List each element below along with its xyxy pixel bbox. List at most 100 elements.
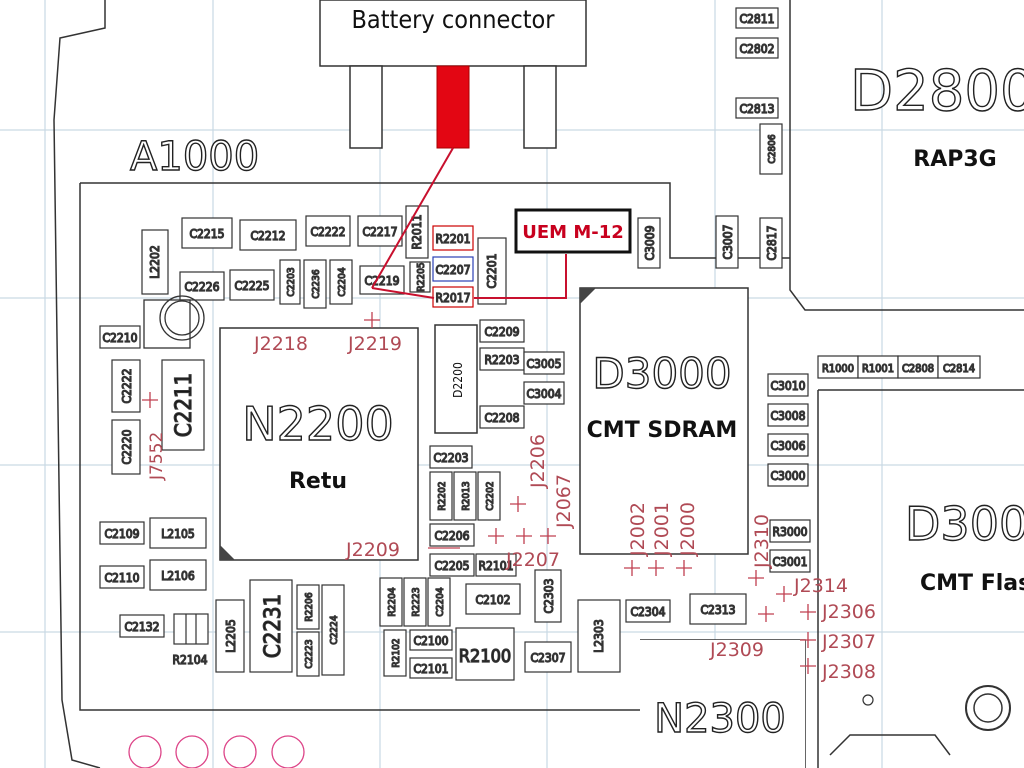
- component-r1000: R1000: [817, 355, 859, 379]
- component-c2806: C2806: [759, 123, 783, 175]
- component-c2203h: C2203: [429, 445, 473, 469]
- testpoint-j2218: J2218: [253, 333, 308, 355]
- svg-text:R2102: R2102: [391, 638, 402, 667]
- component-c3006: C3006: [767, 433, 809, 457]
- component-r2100: R2100: [455, 627, 515, 681]
- svg-text:C2225: C2225: [234, 279, 269, 293]
- svg-text:C2313: C2313: [700, 603, 735, 617]
- component-r2223: R2223: [403, 577, 427, 627]
- svg-text:R2204: R2204: [387, 587, 398, 616]
- component-r2104: [173, 613, 209, 645]
- svg-text:C2205: C2205: [434, 559, 469, 573]
- svg-text:C2210: C2210: [102, 331, 137, 345]
- svg-text:C2204: C2204: [435, 587, 446, 616]
- svg-text:C2204: C2204: [337, 267, 348, 296]
- component-c2813: C2813: [735, 97, 779, 119]
- svg-text:C2224: C2224: [329, 615, 340, 644]
- component-c2201: C2201: [477, 237, 507, 305]
- component-c2808: C2808: [897, 355, 939, 379]
- svg-text:C2211: C2211: [172, 373, 197, 437]
- svg-text:C2206: C2206: [434, 529, 469, 543]
- chip-d3000: D3000 CMT SDRAM: [579, 287, 749, 555]
- component-c2220: C2220: [111, 419, 141, 475]
- svg-text:C3008: C3008: [770, 409, 805, 423]
- testpoint-j2207: J2207: [505, 549, 560, 571]
- component-c2204: C2204: [329, 259, 353, 305]
- testpoint-j7552: J7552: [147, 432, 167, 481]
- svg-text:C2203: C2203: [286, 267, 297, 296]
- svg-text:C2814: C2814: [943, 362, 975, 375]
- svg-text:C2303: C2303: [542, 578, 556, 613]
- chip-d2200: D2200: [434, 324, 478, 434]
- svg-text:R2011: R2011: [410, 215, 424, 250]
- svg-text:C2208: C2208: [484, 411, 519, 425]
- svg-text:C3005: C3005: [526, 357, 561, 371]
- component-c2101: C2101: [409, 657, 453, 679]
- battery-connector: Battery connector: [319, 0, 587, 149]
- svg-text:C2811: C2811: [739, 12, 774, 26]
- component-r2205: R2205: [409, 261, 431, 293]
- svg-text:C2226: C2226: [184, 280, 219, 294]
- svg-text:C2207: C2207: [435, 263, 470, 277]
- testpoint-j2219: J2219: [347, 333, 402, 355]
- svg-text:C3004: C3004: [526, 387, 561, 401]
- svg-text:R2013: R2013: [461, 481, 472, 510]
- component-c2204b: C2204: [427, 577, 451, 627]
- component-c2313: C2313: [689, 593, 747, 625]
- uem-callout-label: UEM M-12: [522, 222, 624, 243]
- testpoint-j2310: J2310: [751, 514, 773, 569]
- testpoint-j2000: J2000: [677, 502, 699, 557]
- svg-text:C2223: C2223: [304, 639, 315, 668]
- svg-text:C2201: C2201: [485, 253, 499, 288]
- chip-d3000-name: CMT SDRAM: [587, 418, 738, 443]
- component-c2307: C2307: [524, 641, 572, 673]
- component-r2011: R2011: [405, 205, 429, 259]
- component-c2303: C2303: [534, 569, 562, 623]
- battery-connector-label: Battery connector: [351, 5, 555, 34]
- svg-text:C2231: C2231: [261, 594, 286, 658]
- chip-n2200: N2200 Retu: [219, 327, 419, 561]
- component-r2017: R2017: [432, 286, 474, 308]
- svg-text:R2017: R2017: [436, 291, 471, 305]
- chip-d2800-ref: D2800: [850, 59, 1024, 124]
- component-c2222: C2222: [305, 215, 351, 247]
- component-c3001: C3001: [769, 549, 811, 573]
- battery-pin-left: [349, 65, 383, 149]
- component-c2203v: C2203: [279, 259, 301, 305]
- svg-text:C2202: C2202: [485, 481, 496, 510]
- component-c2100: C2100: [409, 629, 453, 651]
- component-c2212: C2212: [239, 219, 297, 251]
- svg-text:C2217: C2217: [362, 225, 397, 239]
- testpoint-j2306: J2306: [821, 601, 876, 623]
- chip-n2300-ref: N2300: [654, 696, 786, 742]
- svg-text:R2205: R2205: [416, 262, 427, 291]
- component-c2236: C2236: [303, 259, 327, 309]
- component-c2205: C2205: [429, 553, 475, 577]
- svg-text:C2307: C2307: [530, 651, 565, 665]
- component-c2222b: C2222: [111, 359, 141, 413]
- component-r2206: R2206: [296, 584, 320, 630]
- component-c2817: C2817: [759, 217, 783, 269]
- component-c2209: C2209: [479, 319, 525, 343]
- svg-text:C2220: C2220: [120, 429, 134, 464]
- battery-pin-right: [523, 65, 557, 149]
- component-l2202: L2202: [141, 229, 169, 295]
- svg-text:C3000: C3000: [770, 469, 805, 483]
- component-l2106: L2106: [149, 559, 207, 591]
- component-r2104-label: R2104: [173, 653, 208, 667]
- svg-text:C2236: C2236: [311, 269, 322, 298]
- svg-text:R2202: R2202: [437, 481, 448, 510]
- svg-text:C2203: C2203: [433, 451, 468, 465]
- component-c3007: C3007: [715, 215, 739, 269]
- component-c2207: C2207: [432, 256, 474, 282]
- testpoint-j2206: J2206: [527, 434, 549, 489]
- chip-d300x: D300 CMT Flash: [829, 496, 1024, 756]
- svg-text:C2304: C2304: [630, 605, 665, 619]
- svg-text:C3007: C3007: [721, 224, 735, 259]
- component-r2013: R2013: [453, 471, 477, 521]
- svg-text:C2802: C2802: [739, 42, 774, 56]
- component-c2231: C2231: [249, 579, 293, 673]
- component-r1001: R1001: [857, 355, 899, 379]
- component-r2202: R2202: [429, 471, 453, 521]
